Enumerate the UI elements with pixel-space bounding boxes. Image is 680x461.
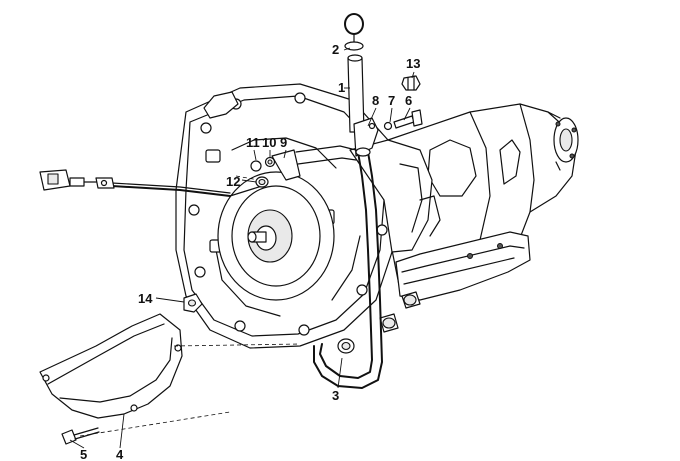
washer-11	[250, 160, 262, 172]
callout-7: 7	[388, 93, 395, 108]
washer-7	[383, 121, 393, 131]
clip-13	[401, 75, 421, 91]
selector-cable	[39, 169, 271, 197]
callout-8: 8	[372, 93, 379, 108]
callout-12: 12	[226, 174, 240, 189]
callout-6: 6	[405, 93, 412, 108]
callout-labels: 1 2 3 4 5 6 7 8 9 10 11 12 13 14	[80, 42, 420, 461]
bolt-6	[393, 115, 415, 129]
callout-2: 2	[332, 42, 339, 57]
selector-lever-plate	[271, 149, 301, 181]
selector-lever	[250, 145, 357, 188]
cover-plate	[39, 293, 301, 445]
bolt-5	[61, 429, 77, 445]
dipstick-assembly	[313, 13, 383, 389]
callout-4: 4	[116, 447, 124, 461]
callout-11: 11	[246, 135, 260, 150]
dipstick-handle-ring	[344, 13, 364, 35]
callout-14: 14	[138, 291, 153, 306]
leader-lines	[69, 47, 415, 449]
callout-9: 9	[280, 135, 287, 150]
callout-1: 1	[338, 80, 345, 95]
hardware-6-7-13	[383, 75, 423, 131]
torque-converter	[217, 171, 335, 301]
callout-13: 13	[406, 56, 420, 71]
callout-3: 3	[332, 388, 339, 403]
callout-5: 5	[80, 447, 87, 461]
bell-bolt-holes	[188, 92, 388, 336]
callout-10: 10	[262, 135, 276, 150]
bell-housing	[175, 83, 397, 349]
